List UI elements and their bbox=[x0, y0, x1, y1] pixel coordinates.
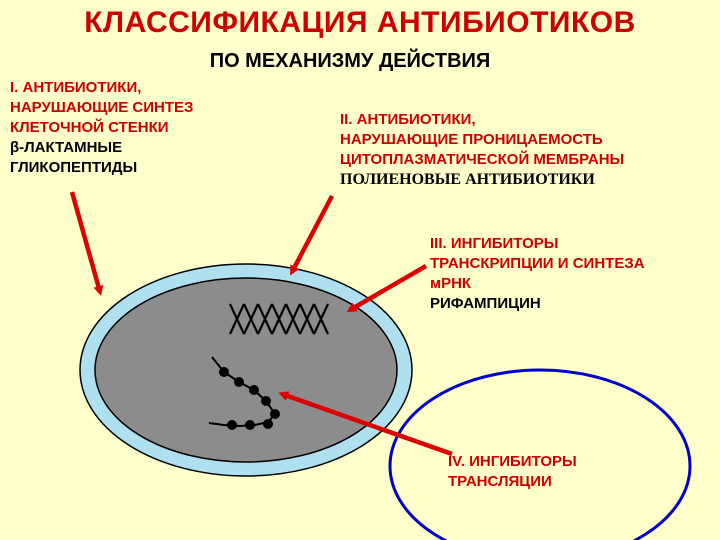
cytoplasm bbox=[94, 277, 398, 463]
arrow-translation bbox=[278, 391, 453, 457]
mrna-ribosomes bbox=[208, 356, 280, 430]
group2-example: ПОЛИЕНОВЫЕ АНТИБИОТИКИ bbox=[340, 171, 595, 188]
page-title: КЛАССИФИКАЦИЯ АНТИБИОТИКОВ bbox=[84, 6, 636, 39]
group4-block: IV. ИНГИБИТОРЫ ТРАНСЛЯЦИИ bbox=[448, 452, 577, 492]
group3-line: ТРАНСКРИПЦИИ И СИНТЕЗА bbox=[430, 255, 645, 272]
arrow-cell-wall bbox=[69, 191, 104, 296]
group4-line: ТРАНСЛЯЦИИ bbox=[448, 473, 552, 490]
translation-ring bbox=[388, 368, 692, 540]
group1-line: I. АНТИБИОТИКИ, bbox=[10, 79, 142, 96]
group3-example: РИФАМПИЦИН bbox=[430, 295, 541, 312]
group2-line: ЦИТОПЛАЗМАТИЧЕСКОЙ МЕМБРАНЫ bbox=[340, 151, 625, 168]
group1-example: ГЛИКОПЕПТИДЫ bbox=[10, 159, 138, 176]
group3-line: III. ИНГИБИТОРЫ bbox=[430, 235, 559, 252]
arrow-transcription bbox=[346, 264, 428, 313]
group1-line: НАРУШАЮЩИЕ СИНТЕЗ bbox=[10, 99, 194, 116]
group1-block: I. АНТИБИОТИКИ, НАРУШАЮЩИЕ СИНТЕЗ КЛЕТОЧ… bbox=[10, 78, 193, 178]
group3-line: мРНК bbox=[430, 275, 472, 292]
arrow-membrane bbox=[290, 194, 334, 276]
group2-block: II. АНТИБИОТИКИ, НАРУШАЮЩИЕ ПРОНИЦАЕМОСТ… bbox=[340, 110, 624, 190]
group3-block: III. ИНГИБИТОРЫ ТРАНСКРИПЦИИ И СИНТЕЗА м… bbox=[430, 234, 645, 314]
dna-helix bbox=[229, 303, 329, 335]
group2-line: НАРУШАЮЩИЕ ПРОНИЦАЕМОСТЬ bbox=[340, 131, 603, 148]
group4-line: IV. ИНГИБИТОРЫ bbox=[448, 453, 577, 470]
group2-line: II. АНТИБИОТИКИ, bbox=[340, 111, 476, 128]
group1-line: КЛЕТОЧНОЙ СТЕНКИ bbox=[10, 119, 169, 136]
page-subtitle: ПО МЕХАНИЗМУ ДЕЙСТВИЯ bbox=[209, 50, 491, 72]
group1-example: β-ЛАКТАМНЫЕ bbox=[10, 139, 123, 156]
